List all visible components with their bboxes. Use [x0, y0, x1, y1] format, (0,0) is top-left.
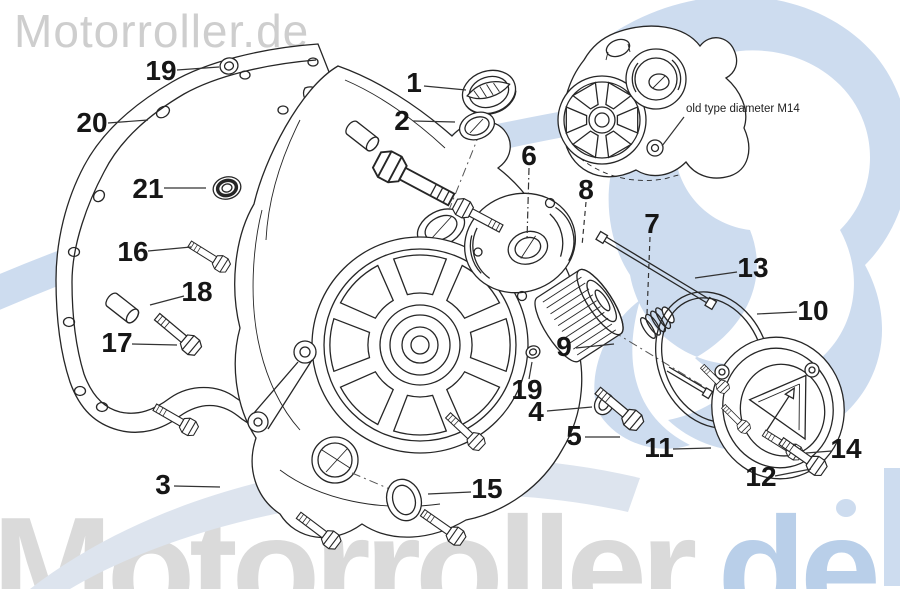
leader-line-19: [176, 66, 220, 71]
leader-line-16: [147, 246, 192, 252]
leader-line-8: [581, 201, 587, 247]
part-number-15: 15: [471, 473, 503, 504]
part-number-19: 19: [145, 55, 177, 86]
stud-bolts: [595, 230, 718, 400]
part-number-21: 21: [132, 173, 164, 204]
part-number-1: 1: [406, 67, 422, 98]
seal-axis: [351, 472, 393, 491]
old-type-cover-inset: [557, 25, 750, 181]
leader-line-15: [427, 491, 472, 495]
leader-line-4: [546, 406, 593, 412]
seal-ring-15: [385, 478, 423, 522]
filler-axis: [448, 114, 488, 211]
part-number-3: 3: [155, 469, 171, 500]
logo-emblem: [590, 0, 900, 452]
part-number-10: 10: [797, 295, 829, 326]
old-type-note: old type diameter M14: [686, 103, 800, 115]
leader-line-6: [526, 167, 530, 241]
clutch-cover: [234, 65, 583, 539]
part-number-4: 4: [528, 396, 544, 427]
leader-line-9: [575, 343, 615, 349]
part-number-18: 18: [181, 276, 213, 307]
filter-cover: [711, 336, 845, 480]
logo-dot: [836, 499, 856, 517]
inset-note-leader: [661, 116, 685, 147]
part-number-8: 8: [578, 174, 594, 205]
leader-line-11: [672, 447, 712, 450]
oil-filler-cap: [461, 69, 517, 116]
bypass-spring: [640, 306, 675, 339]
washer-19: [525, 345, 541, 359]
crankshaft-seal: [212, 176, 242, 200]
linkage-arm: [247, 340, 317, 433]
leader-line-1: [423, 85, 467, 91]
part-number-19: 19: [511, 374, 543, 405]
part-number-9: 9: [556, 331, 572, 362]
leader-line-14: [805, 450, 833, 454]
leader-line-17: [131, 343, 178, 346]
old-type-bolt-circle: [646, 139, 664, 157]
part-number-17: 17: [101, 327, 133, 358]
leader-line-7: [646, 236, 651, 315]
leader-line-20: [107, 119, 149, 124]
part-number-2: 2: [394, 105, 410, 136]
grommet-19: [219, 57, 239, 75]
watermark-top: Motorroller.de: [14, 5, 310, 57]
part-number-12: 12: [745, 461, 777, 492]
part-number-6: 6: [521, 140, 537, 171]
leader-line-10: [756, 311, 798, 315]
lower-boss: [311, 436, 359, 484]
part-number-20: 20: [76, 107, 108, 138]
leader-line-18: [149, 295, 185, 306]
part-number-16: 16: [117, 236, 149, 267]
part-number-14: 14: [830, 433, 862, 464]
leader-line-12: [774, 468, 812, 477]
part-number-13: 13: [737, 252, 769, 283]
leader-line-2: [412, 120, 456, 123]
filter-pad: [463, 192, 577, 294]
oil-filter-element: [534, 268, 624, 363]
part-number-11: 11: [644, 432, 674, 463]
leader-line-13: [694, 271, 738, 279]
assembly-axis: [547, 291, 801, 446]
leader-line-19: [528, 361, 533, 380]
part-number-5: 5: [566, 420, 582, 451]
logo-d-stem: [884, 468, 900, 586]
part-number-7: 7: [644, 208, 660, 239]
leader-line-3: [173, 485, 221, 488]
cap-o-ring: [458, 111, 496, 141]
